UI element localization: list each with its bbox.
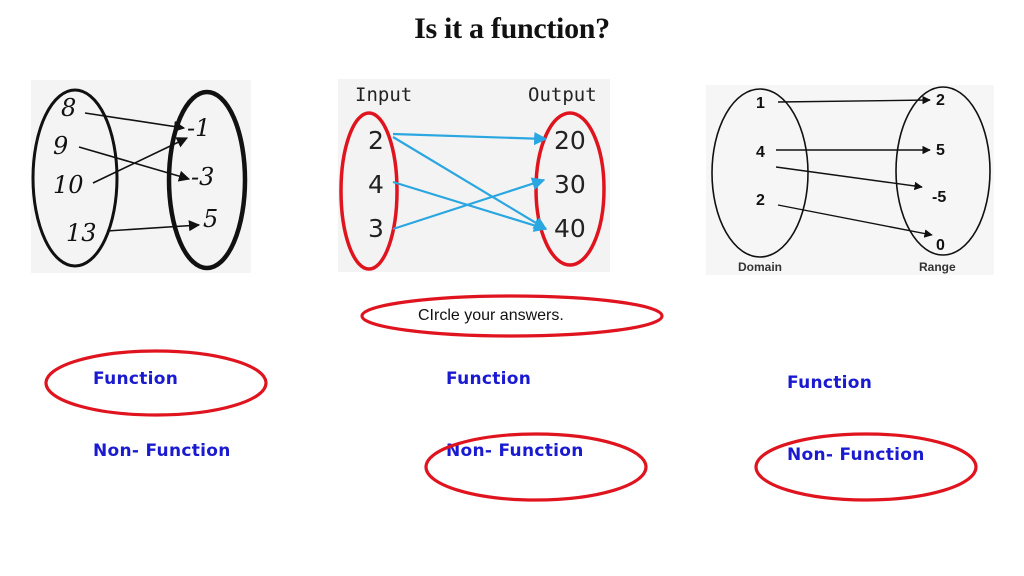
- mapping-arrow: [392, 177, 546, 231]
- answer-3-non-function[interactable]: Non- Function: [787, 445, 925, 465]
- output-value: 20: [554, 126, 586, 155]
- answer-2-non-function[interactable]: Non- Function: [446, 441, 584, 461]
- range-value: 0: [936, 237, 945, 254]
- domain-value: 10: [53, 171, 84, 199]
- range-oval: [166, 89, 248, 271]
- range-value: -1: [187, 114, 210, 142]
- mapping-arrow: [92, 137, 189, 184]
- domain-value: 4: [756, 144, 765, 161]
- range-value: -3: [191, 163, 214, 191]
- range-oval: [895, 86, 991, 256]
- mapping-arrow: [392, 180, 548, 232]
- output-value: 30: [554, 170, 586, 199]
- domain-value: 9: [53, 132, 68, 160]
- answer-1-function[interactable]: Function: [93, 369, 179, 389]
- output-value: 40: [554, 214, 586, 243]
- mapping-arrow: [392, 132, 548, 146]
- mapping-diagram-1-svg: 8 9 10 13 -1 -3 5: [31, 88, 248, 271]
- mapping-diagram-2: Input Output 2 4 3 20 30 40: [338, 79, 610, 272]
- answer-2-function[interactable]: Function: [446, 369, 532, 389]
- output-label: Output: [528, 84, 597, 106]
- domain-label: Domain: [738, 260, 782, 274]
- mapping-arrow: [777, 204, 933, 238]
- mapping-arrow: [84, 112, 186, 133]
- domain-value: 2: [756, 192, 765, 209]
- domain-oval: [711, 88, 809, 258]
- input-value: 2: [368, 126, 384, 155]
- range-value: 5: [936, 142, 945, 159]
- domain-oval: [31, 88, 119, 268]
- page-title: Is it a function?: [414, 12, 610, 45]
- answer-3-function[interactable]: Function: [787, 373, 873, 393]
- input-value: 3: [368, 214, 384, 243]
- input-value: 4: [368, 170, 384, 199]
- range-value: 5: [203, 205, 218, 233]
- mapping-arrow: [777, 95, 931, 105]
- mapping-diagram-3: 1 4 2 2 5 -5 0 Domain Range: [706, 85, 994, 275]
- mapping-diagram-3-svg: 1 4 2 2 5 -5 0 Domain Range: [711, 86, 991, 274]
- mapping-diagram-1: 8 9 10 13 -1 -3 5: [31, 80, 251, 273]
- answer-1-non-function[interactable]: Non- Function: [93, 441, 231, 461]
- domain-value: 1: [756, 95, 765, 112]
- domain-value: 8: [61, 94, 76, 122]
- input-label: Input: [355, 84, 412, 106]
- mapping-arrow: [106, 220, 201, 232]
- domain-value: 13: [66, 219, 97, 247]
- answer-3-circle: [754, 432, 978, 502]
- range-label: Range: [919, 260, 956, 274]
- mapping-arrow: [775, 166, 923, 191]
- range-value: 2: [936, 92, 945, 109]
- mapping-arrow: [392, 136, 548, 230]
- input-oval: [339, 111, 399, 271]
- instruction-text: CIrcle your answers.: [418, 307, 564, 324]
- mapping-diagram-2-svg: Input Output 2 4 3 20 30 40: [339, 84, 606, 271]
- range-value: -5: [932, 189, 946, 206]
